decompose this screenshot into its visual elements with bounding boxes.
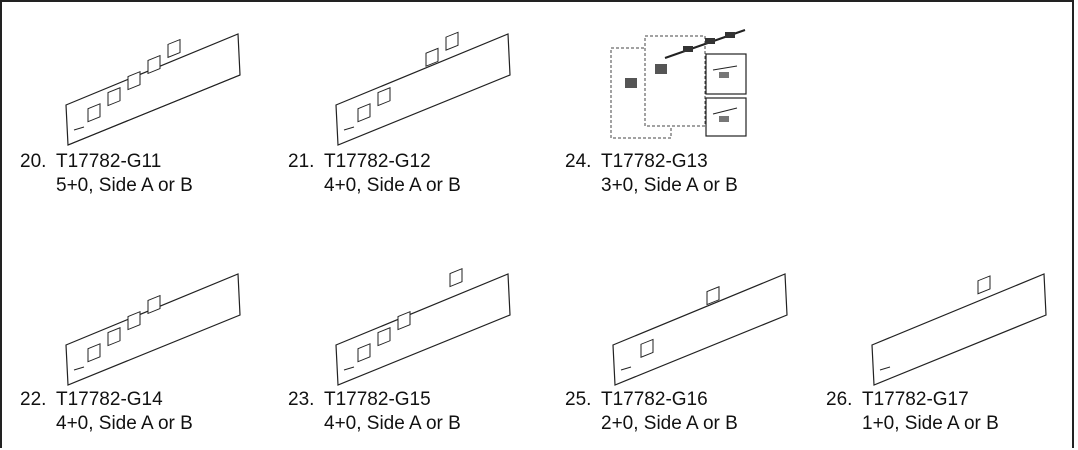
item-number: 21.	[288, 151, 315, 172]
panel-item-20: 20. T17782-G11 5+0, Side A or B	[20, 0, 280, 200]
panel-illustration	[335, 31, 511, 146]
panel-item-24: 24. T17782-G13 3+0, Side A or B	[565, 0, 825, 200]
assembly-illustration	[610, 29, 747, 139]
panel-illustration	[65, 33, 241, 146]
panel-item-22: 22. T17782-G14 4+0, Side A or B	[20, 240, 280, 445]
item-number: 24.	[565, 151, 592, 172]
item-description: 3+0, Side A or B	[601, 175, 738, 196]
panel-item-23: 23. T17782-G15 4+0, Side A or B	[288, 240, 548, 445]
part-number: T17782-G16	[601, 389, 708, 410]
item-number: 25.	[565, 389, 592, 410]
item-description: 4+0, Side A or B	[56, 413, 193, 434]
part-number: T17782-G12	[324, 151, 431, 172]
item-description: 2+0, Side A or B	[601, 413, 738, 434]
panel-item-21: 21. T17782-G12 4+0, Side A or B	[288, 0, 548, 200]
part-number: T17782-G17	[862, 389, 969, 410]
item-description: 4+0, Side A or B	[324, 413, 461, 434]
panel-illustration	[871, 273, 1047, 386]
part-number: T17782-G11	[56, 151, 162, 172]
panel-item-25: 25. T17782-G16 2+0, Side A or B	[565, 240, 825, 445]
item-number: 20.	[20, 151, 47, 172]
item-number: 26.	[826, 389, 853, 410]
item-number: 23.	[288, 389, 315, 410]
panel-illustration	[335, 267, 511, 386]
part-number: T17782-G15	[324, 389, 431, 410]
item-number: 22.	[20, 389, 47, 410]
part-number: T17782-G14	[56, 389, 163, 410]
panel-illustration	[612, 273, 788, 386]
item-description: 4+0, Side A or B	[324, 175, 461, 196]
part-number: T17782-G13	[601, 151, 708, 172]
item-description: 5+0, Side A or B	[56, 175, 193, 196]
panel-item-26: 26. T17782-G17 1+0, Side A or B	[826, 240, 1078, 445]
panel-illustration	[65, 273, 241, 386]
item-description: 1+0, Side A or B	[862, 413, 999, 434]
